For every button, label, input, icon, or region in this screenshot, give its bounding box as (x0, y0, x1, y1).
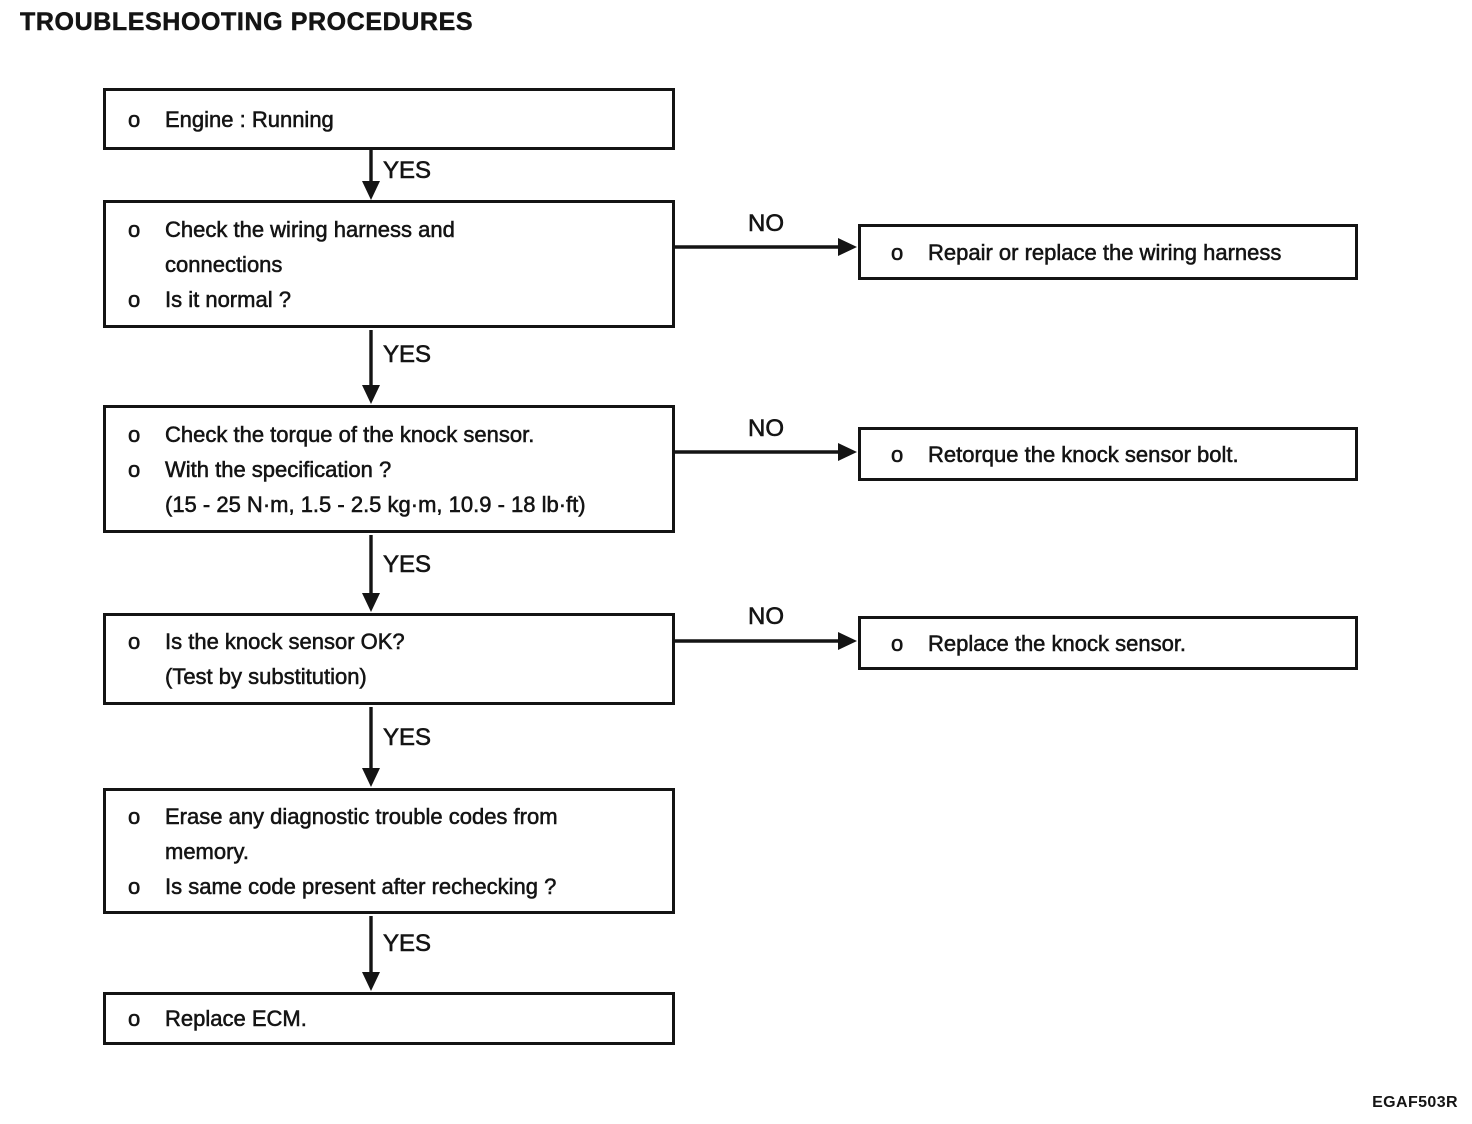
step-line: o With the specification ? (128, 452, 666, 487)
step-text: connections (165, 251, 283, 277)
action-line: o Repair or replace the wiring harness (891, 235, 1349, 270)
bullet: o (128, 1006, 141, 1032)
bullet: o (891, 441, 904, 467)
yes-label-5: YES (383, 930, 432, 958)
action-line: o Replace the knock sensor. (891, 626, 1349, 661)
action-repair-wiring-harness: o Repair or replace the wiring harness (858, 224, 1358, 280)
yes-arrow-5 (362, 916, 380, 991)
action-text: Retorque the knock sensor bolt. (928, 441, 1239, 467)
step-erase-diagnostic-codes: o Erase any diagnostic trouble codes fro… (103, 788, 675, 914)
bullet: o (128, 106, 141, 132)
action-line: o Retorque the knock sensor bolt. (891, 437, 1349, 472)
yes-label-3: YES (383, 551, 432, 579)
step-text: (Test by substitution) (165, 664, 367, 690)
step-engine-running: o Engine : Running (103, 88, 675, 150)
step-text: Check the wiring harness and (165, 216, 455, 242)
bullet: o (128, 803, 141, 829)
step-text: Engine : Running (165, 106, 334, 132)
no-arrow-2 (675, 443, 857, 461)
yes-label-1: YES (383, 157, 432, 185)
action-replace-knock-sensor: o Replace the knock sensor. (858, 616, 1358, 670)
step-text: Is the knock sensor OK? (165, 629, 405, 655)
yes-arrow-4 (362, 707, 380, 787)
action-retorque-knock-sensor: o Retorque the knock sensor bolt. (858, 427, 1358, 481)
step-text: Check the torque of the knock sensor. (165, 421, 535, 447)
step-check-wiring-harness: o Check the wiring harness and connectio… (103, 200, 675, 328)
figure-code: EGAF503R (1372, 1094, 1458, 1111)
yes-label-2: YES (383, 341, 432, 369)
bullet: o (891, 239, 904, 265)
step-line: connections (128, 247, 666, 282)
step-line: (15 - 25 N·m, 1.5 - 2.5 kg·m, 10.9 - 18 … (128, 487, 666, 522)
step-text: With the specification ? (165, 456, 392, 482)
no-label-1: NO (748, 210, 785, 238)
step-line: o Check the torque of the knock sensor. (128, 417, 666, 452)
yes-arrow-3 (362, 535, 380, 612)
action-text: Repair or replace the wiring harness (928, 239, 1282, 265)
step-line: memory. (128, 834, 666, 869)
step-line: o Is the knock sensor OK? (128, 624, 666, 659)
yes-arrow-2 (362, 330, 380, 404)
bullet: o (128, 286, 141, 312)
step-text: Replace ECM. (165, 1006, 307, 1032)
no-label-2: NO (748, 415, 785, 443)
action-text: Replace the knock sensor. (928, 630, 1187, 656)
step-line: o Replace ECM. (128, 1001, 666, 1036)
no-arrow-1 (675, 238, 857, 256)
yes-arrow-1 (362, 150, 380, 200)
bullet: o (128, 873, 141, 899)
step-text: (15 - 25 N·m, 1.5 - 2.5 kg·m, 10.9 - 18 … (165, 491, 586, 517)
step-line: o Is same code present after rechecking … (128, 869, 666, 904)
step-text: Erase any diagnostic trouble codes from (165, 803, 558, 829)
step-text: memory. (165, 838, 249, 864)
step-line: o Erase any diagnostic trouble codes fro… (128, 799, 666, 834)
bullet: o (128, 456, 141, 482)
step-replace-ecm: o Replace ECM. (103, 992, 675, 1045)
no-label-3: NO (748, 603, 785, 631)
step-line: o Engine : Running (128, 102, 666, 137)
step-check-knock-sensor-torque: o Check the torque of the knock sensor. … (103, 405, 675, 533)
bullet: o (128, 216, 141, 242)
yes-label-4: YES (383, 724, 432, 752)
step-line: (Test by substitution) (128, 659, 666, 694)
bullet: o (891, 630, 904, 656)
no-arrow-3 (675, 632, 857, 650)
step-line: o Check the wiring harness and (128, 212, 666, 247)
step-text: Is it normal ? (165, 286, 291, 312)
step-knock-sensor-ok: o Is the knock sensor OK? (Test by subst… (103, 613, 675, 705)
bullet: o (128, 421, 141, 447)
bullet: o (128, 629, 141, 655)
step-line: o Is it normal ? (128, 282, 666, 317)
step-text: Is same code present after rechecking ? (165, 873, 557, 899)
page-title: TROUBLESHOOTING PROCEDURES (20, 8, 474, 37)
